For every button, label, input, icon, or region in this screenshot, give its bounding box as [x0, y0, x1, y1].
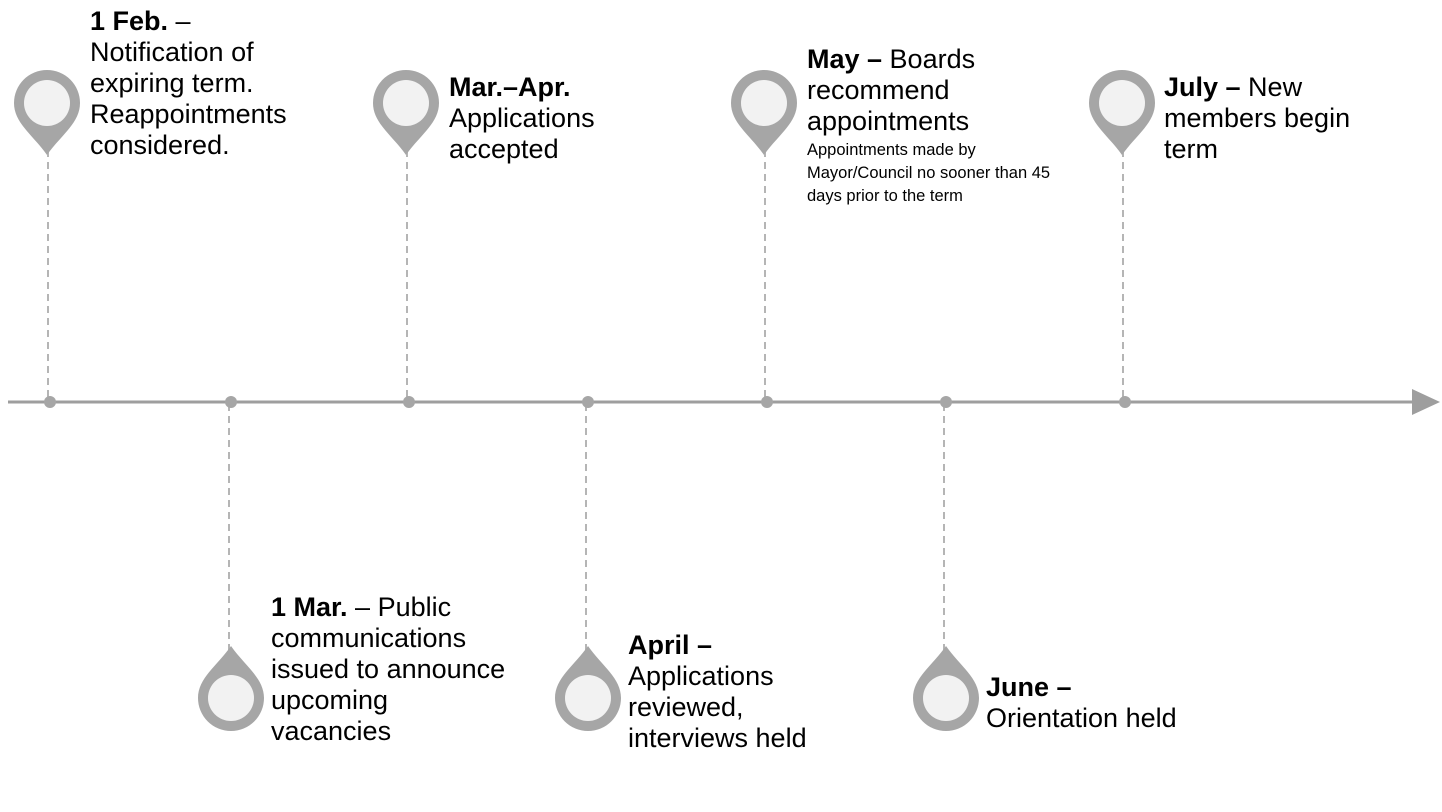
event-may-text: Boards recommend appointments	[807, 44, 976, 136]
event-may-date: May –	[807, 44, 883, 74]
event-may: May – Boards recommend appointments Appo…	[807, 44, 1057, 208]
event-mar1: 1 Mar. – Public communications issued to…	[271, 592, 511, 747]
pin-icon-june	[913, 646, 979, 731]
event-marapr-date: Mar.–Apr.	[449, 72, 571, 102]
event-july: July – New members begin term	[1164, 72, 1404, 165]
pin-icon-july	[1089, 70, 1155, 155]
event-mar1-text: – Public communications issued to announ…	[271, 592, 506, 746]
axis-dot-june	[940, 396, 952, 408]
event-july-date: July –	[1164, 72, 1241, 102]
event-june-text: Orientation held	[986, 703, 1177, 733]
event-mar1-date: 1 Mar.	[271, 592, 348, 622]
pin-icon-mar1	[198, 646, 264, 731]
event-may-note: Appointments made by Mayor/Council no so…	[807, 141, 1051, 205]
event-marapr-text: Applications accepted	[449, 103, 595, 164]
event-feb-text: – Notification of expiring term. Reappoi…	[90, 6, 287, 160]
event-july-text: New members begin term	[1164, 72, 1351, 164]
pin-icon-april	[555, 646, 621, 731]
axis-dots	[44, 396, 1131, 408]
event-feb: 1 Feb. – Notification of expiring term. …	[90, 6, 330, 161]
axis-dot-marapr	[403, 396, 415, 408]
pin-icon-feb	[14, 70, 80, 155]
event-feb-date: 1 Feb.	[90, 6, 169, 36]
pin-icon-marapr	[373, 70, 439, 155]
axis-dot-july	[1119, 396, 1131, 408]
event-june-date: June –	[986, 672, 1072, 702]
event-april-text: Applications reviewed, interviews held	[628, 661, 807, 753]
axis-dot-may	[761, 396, 773, 408]
connectors	[47, 150, 1124, 650]
axis-dot-feb	[44, 396, 56, 408]
event-april: April – Applications reviewed, interview…	[628, 630, 858, 754]
event-april-date: April –	[628, 630, 713, 660]
event-june: June – Orientation held	[986, 672, 1226, 734]
axis-dot-april	[582, 396, 594, 408]
axis-dot-mar1	[225, 396, 237, 408]
event-marapr: Mar.–Apr. Applications accepted	[449, 72, 649, 165]
pin-icon-may	[731, 70, 797, 155]
timeline-arrowhead	[1412, 389, 1440, 415]
